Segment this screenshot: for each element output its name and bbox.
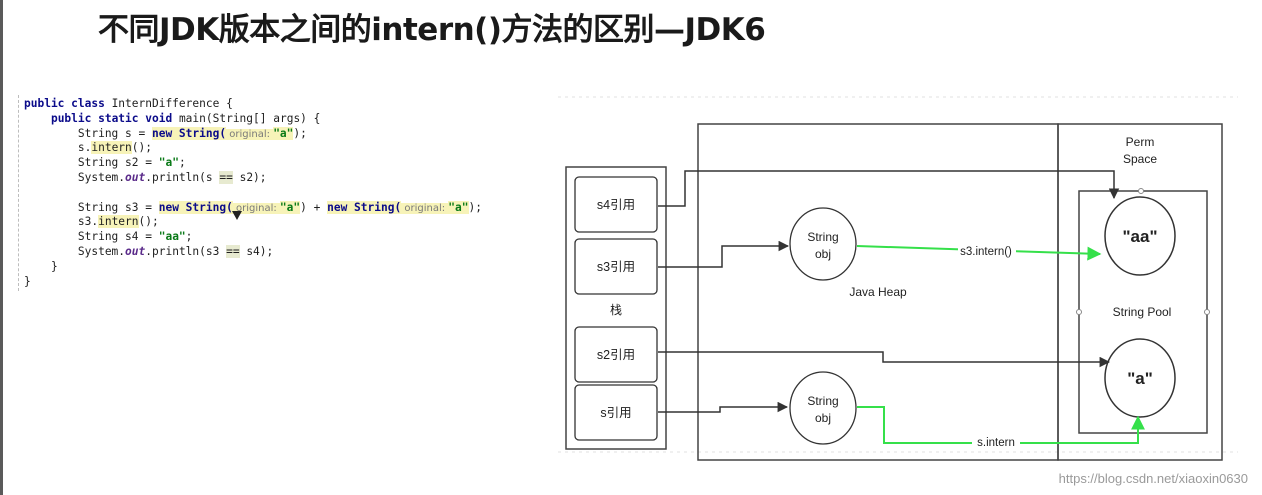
- code-token: intern: [91, 141, 132, 155]
- edge-label-s-intern: s.intern: [977, 437, 1015, 449]
- stack-ref-label: s4引用: [597, 198, 635, 212]
- mouse-cursor-icon: [232, 211, 242, 220]
- code-token: ();: [138, 215, 159, 229]
- code-token: .println(s3: [145, 245, 227, 258]
- code-gutter: [18, 95, 20, 291]
- code-token: System.: [24, 171, 126, 184]
- stack-ref-label: s2引用: [597, 348, 635, 362]
- code-line: s3.intern();: [24, 215, 159, 230]
- code-token: "a": [279, 200, 301, 214]
- stack-label: 栈: [610, 302, 622, 317]
- code-line: String s2 = "a";: [24, 156, 186, 171]
- code-token: }: [24, 259, 58, 273]
- code-line: System.out.println(s3 == s4);: [24, 245, 273, 260]
- code-token: ;: [178, 156, 186, 170]
- code-line: }: [24, 275, 31, 290]
- code-token: out: [125, 245, 146, 258]
- code-token: original:: [226, 128, 274, 140]
- code-token: s3.: [24, 215, 99, 229]
- code-line: String s3 = new String( original: "a") +…: [24, 200, 482, 217]
- code-token: .println(s: [145, 171, 220, 184]
- code-token: "a": [448, 200, 469, 214]
- pool-string-literal: [1104, 196, 1176, 276]
- code-token: ==: [219, 171, 233, 184]
- code-line: }: [24, 260, 58, 275]
- code-token: new String(: [327, 200, 402, 214]
- stack-ref-box: [574, 238, 658, 295]
- code-line: System.out.println(s == s2);: [24, 171, 267, 186]
- code-token: }: [24, 274, 31, 288]
- code-token: ;: [185, 230, 193, 244]
- edge-s4-to-aa: [658, 170, 1120, 207]
- window-left-edge: [0, 0, 3, 495]
- slide-title: 不同JDK版本之间的intern()方法的区别—JDK6: [98, 12, 766, 48]
- code-token: out: [125, 171, 146, 184]
- perm-space-region: [1057, 123, 1223, 461]
- stack-ref-box: [574, 384, 658, 441]
- code-token: new String(: [158, 200, 233, 214]
- pool-handle-top: [1138, 188, 1144, 194]
- code-token: "aa": [158, 230, 186, 244]
- code-token: ==: [226, 245, 240, 258]
- code-token: original:: [232, 202, 280, 214]
- code-token: );: [468, 200, 482, 214]
- pool-literal-label: "a": [1127, 369, 1153, 388]
- code-token: System.: [24, 245, 126, 258]
- code-token: intern: [98, 215, 139, 229]
- java-heap-label: Java Heap: [849, 285, 907, 299]
- heap-obj-label: String: [807, 230, 838, 244]
- stack-ref-box: [574, 176, 658, 233]
- code-token: new String(: [151, 126, 227, 140]
- stack-region: [565, 166, 667, 450]
- edge-label-bg-1: [958, 244, 1016, 258]
- code-token: public static void: [50, 111, 173, 125]
- code-token: s4);: [239, 245, 274, 258]
- perm-space-label-line1: Perm: [1126, 135, 1155, 149]
- stack-ref-label: s3引用: [597, 260, 635, 274]
- code-token: String s4 =: [24, 230, 159, 244]
- code-token: main(String[] args) {: [172, 111, 321, 125]
- heap-obj-label: String: [807, 394, 838, 408]
- code-token: "a": [273, 126, 294, 140]
- heap-obj-label: obj: [815, 411, 831, 425]
- stack-ref-label: s引用: [600, 406, 631, 420]
- code-token: InternDifference {: [104, 97, 233, 110]
- code-token: original:: [401, 202, 449, 214]
- code-token: s.: [24, 141, 92, 155]
- heap-obj-label: obj: [815, 247, 831, 261]
- code-line: String s4 = "aa";: [24, 230, 193, 245]
- string-pool-label: String Pool: [1113, 305, 1172, 319]
- edge-s3-to-heap-obj: [658, 240, 790, 268]
- edge-s2-to-a: [658, 351, 1111, 368]
- watermark: https://blog.csdn.net/xiaoxin0630: [1058, 471, 1248, 486]
- code-line: public class InternDifference {: [24, 97, 233, 112]
- edge-s-to-heap-obj: [658, 401, 789, 413]
- edge-label-bg-2: [972, 435, 1020, 449]
- code-token: [24, 112, 51, 125]
- stack-ref-box: [574, 326, 658, 383]
- code-token: String s3 =: [24, 200, 159, 214]
- perm-space-label-line2: Space: [1123, 152, 1157, 166]
- code-token: ) +: [300, 200, 328, 214]
- pool-literal-label: "aa": [1122, 227, 1157, 246]
- pool-handle-right: [1204, 309, 1210, 315]
- code-token: String s2 =: [24, 156, 159, 170]
- pool-handle-left: [1076, 309, 1082, 315]
- code-line: s.intern();: [24, 141, 152, 156]
- code-block: public class InternDifference { public s…: [18, 95, 548, 295]
- heap-string-obj: [789, 371, 857, 445]
- code-token: String s =: [24, 126, 152, 140]
- code-line: public static void main(String[] args) {: [24, 112, 320, 127]
- edge-label-s3-intern: s3.intern(): [960, 246, 1012, 258]
- code-token: );: [293, 126, 307, 140]
- edge-s-intern-green: [857, 406, 1145, 444]
- code-token: "a": [158, 156, 179, 170]
- code-token: s2);: [232, 171, 267, 184]
- code-line: String s = new String( original: "a");: [24, 126, 307, 143]
- code-token: ();: [131, 141, 152, 155]
- heap-string-obj: [789, 207, 857, 281]
- code-token: public class: [24, 97, 105, 110]
